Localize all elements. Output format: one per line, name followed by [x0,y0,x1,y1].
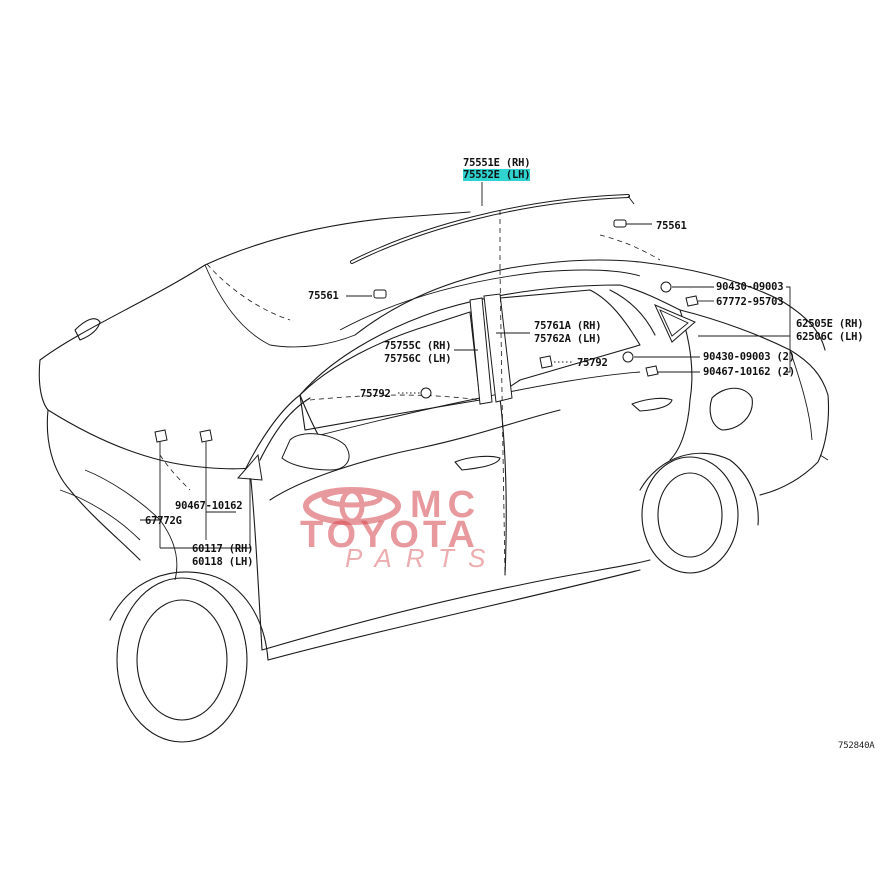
label-90467-10162-front: 90467-10162 [175,500,243,512]
label-75755C: 75755C (RH) [384,340,452,352]
label-62506C: 62506C (LH) [796,331,864,343]
leader-lines [140,182,791,549]
label-90430-09003-qty: 90430-09003 (2) [703,351,795,363]
label-62505E: 62505E (RH) [796,318,864,330]
fasteners [154,219,699,443]
label-60117: 60117 (RH) [192,543,254,555]
label-90467-10162-qty: 90467-10162 (2) [703,366,795,378]
label-75761A: 75761A (RH) [534,320,602,332]
label-60118: 60118 (LH) [192,556,254,568]
label-75552E-highlight: 75552E (LH) [463,169,531,181]
watermark-toyota: TOYOTA [300,514,479,556]
label-75552E: 75552E (LH) [463,169,531,181]
car-body [38,194,830,743]
label-75551E: 75551E (RH) [463,157,531,169]
watermark-parts: PARTS [345,543,500,573]
label-75561-left: 75561 [308,290,339,302]
figure-code: 752840A [838,741,875,751]
label-75792-mid: 75792 [577,357,608,369]
label-75561-top: 75561 [656,220,687,232]
label-67772-95703: 67772-95703 [716,296,784,308]
label-75762A: 75762A (LH) [534,333,602,345]
label-90430-09003: 90430-09003 [716,281,784,293]
watermark-logo [303,487,401,525]
label-75756C: 75756C (LH) [384,353,452,365]
label-67772G: 67772G [145,515,182,527]
watermark-mc: MC [410,484,482,526]
label-75792-left: 75792 [360,388,391,400]
